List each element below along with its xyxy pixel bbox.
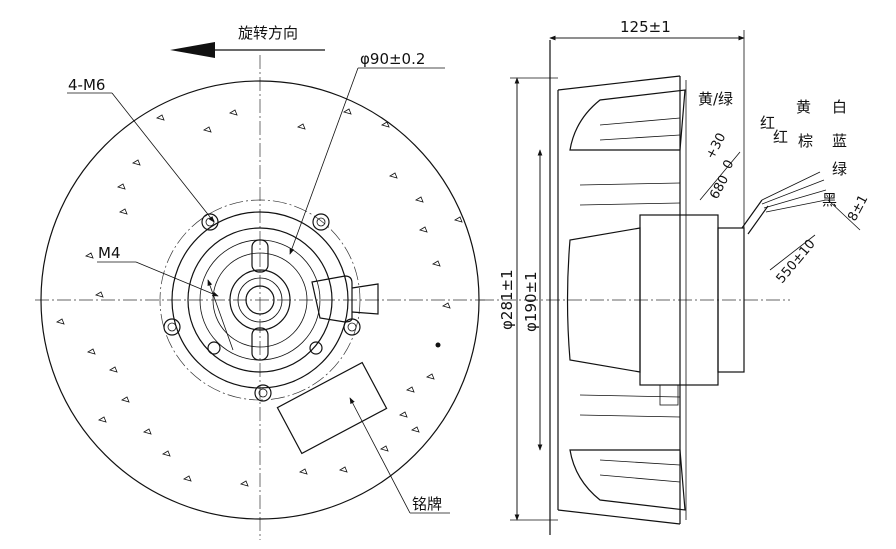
wire-green: 绿	[832, 160, 847, 178]
front-view	[35, 42, 485, 540]
blade-marks	[56, 108, 463, 487]
depth-label: 125±1	[620, 18, 671, 36]
wire-black: 黑	[822, 191, 837, 209]
wire-red-2: 红	[773, 128, 788, 146]
nameplate	[276, 361, 388, 455]
wire-blue: 蓝	[832, 132, 847, 150]
inlet-diameter-label: φ190±1	[522, 271, 540, 332]
mounting-screws	[163, 213, 361, 402]
lead-length-label: 680	[707, 173, 732, 202]
wire-yellow-green: 黄/绿	[698, 90, 733, 108]
mount-holes-label: 4-M6	[68, 76, 105, 94]
outer-diameter-label: φ281±1	[498, 269, 516, 330]
wire-brown: 棕	[798, 132, 813, 150]
wire-labels: 黄/绿 红 黄 白 红 棕 蓝 绿 黑	[698, 90, 847, 209]
bolt-circle-label: φ90±0.2	[360, 50, 425, 68]
wire-yellow: 黄	[796, 98, 811, 116]
strip-length-label: 8±1	[845, 193, 871, 224]
wire-white: 白	[832, 98, 847, 116]
lead-tolerance-upper: +30	[703, 131, 729, 162]
wire-red-1: 红	[760, 114, 775, 132]
side-view	[480, 30, 861, 535]
rotation-direction-label: 旋转方向	[238, 24, 298, 42]
screw-label: M4	[98, 244, 121, 262]
nameplate-label: 铭牌	[412, 495, 442, 513]
lead-tolerance-lower: 0	[720, 158, 737, 172]
